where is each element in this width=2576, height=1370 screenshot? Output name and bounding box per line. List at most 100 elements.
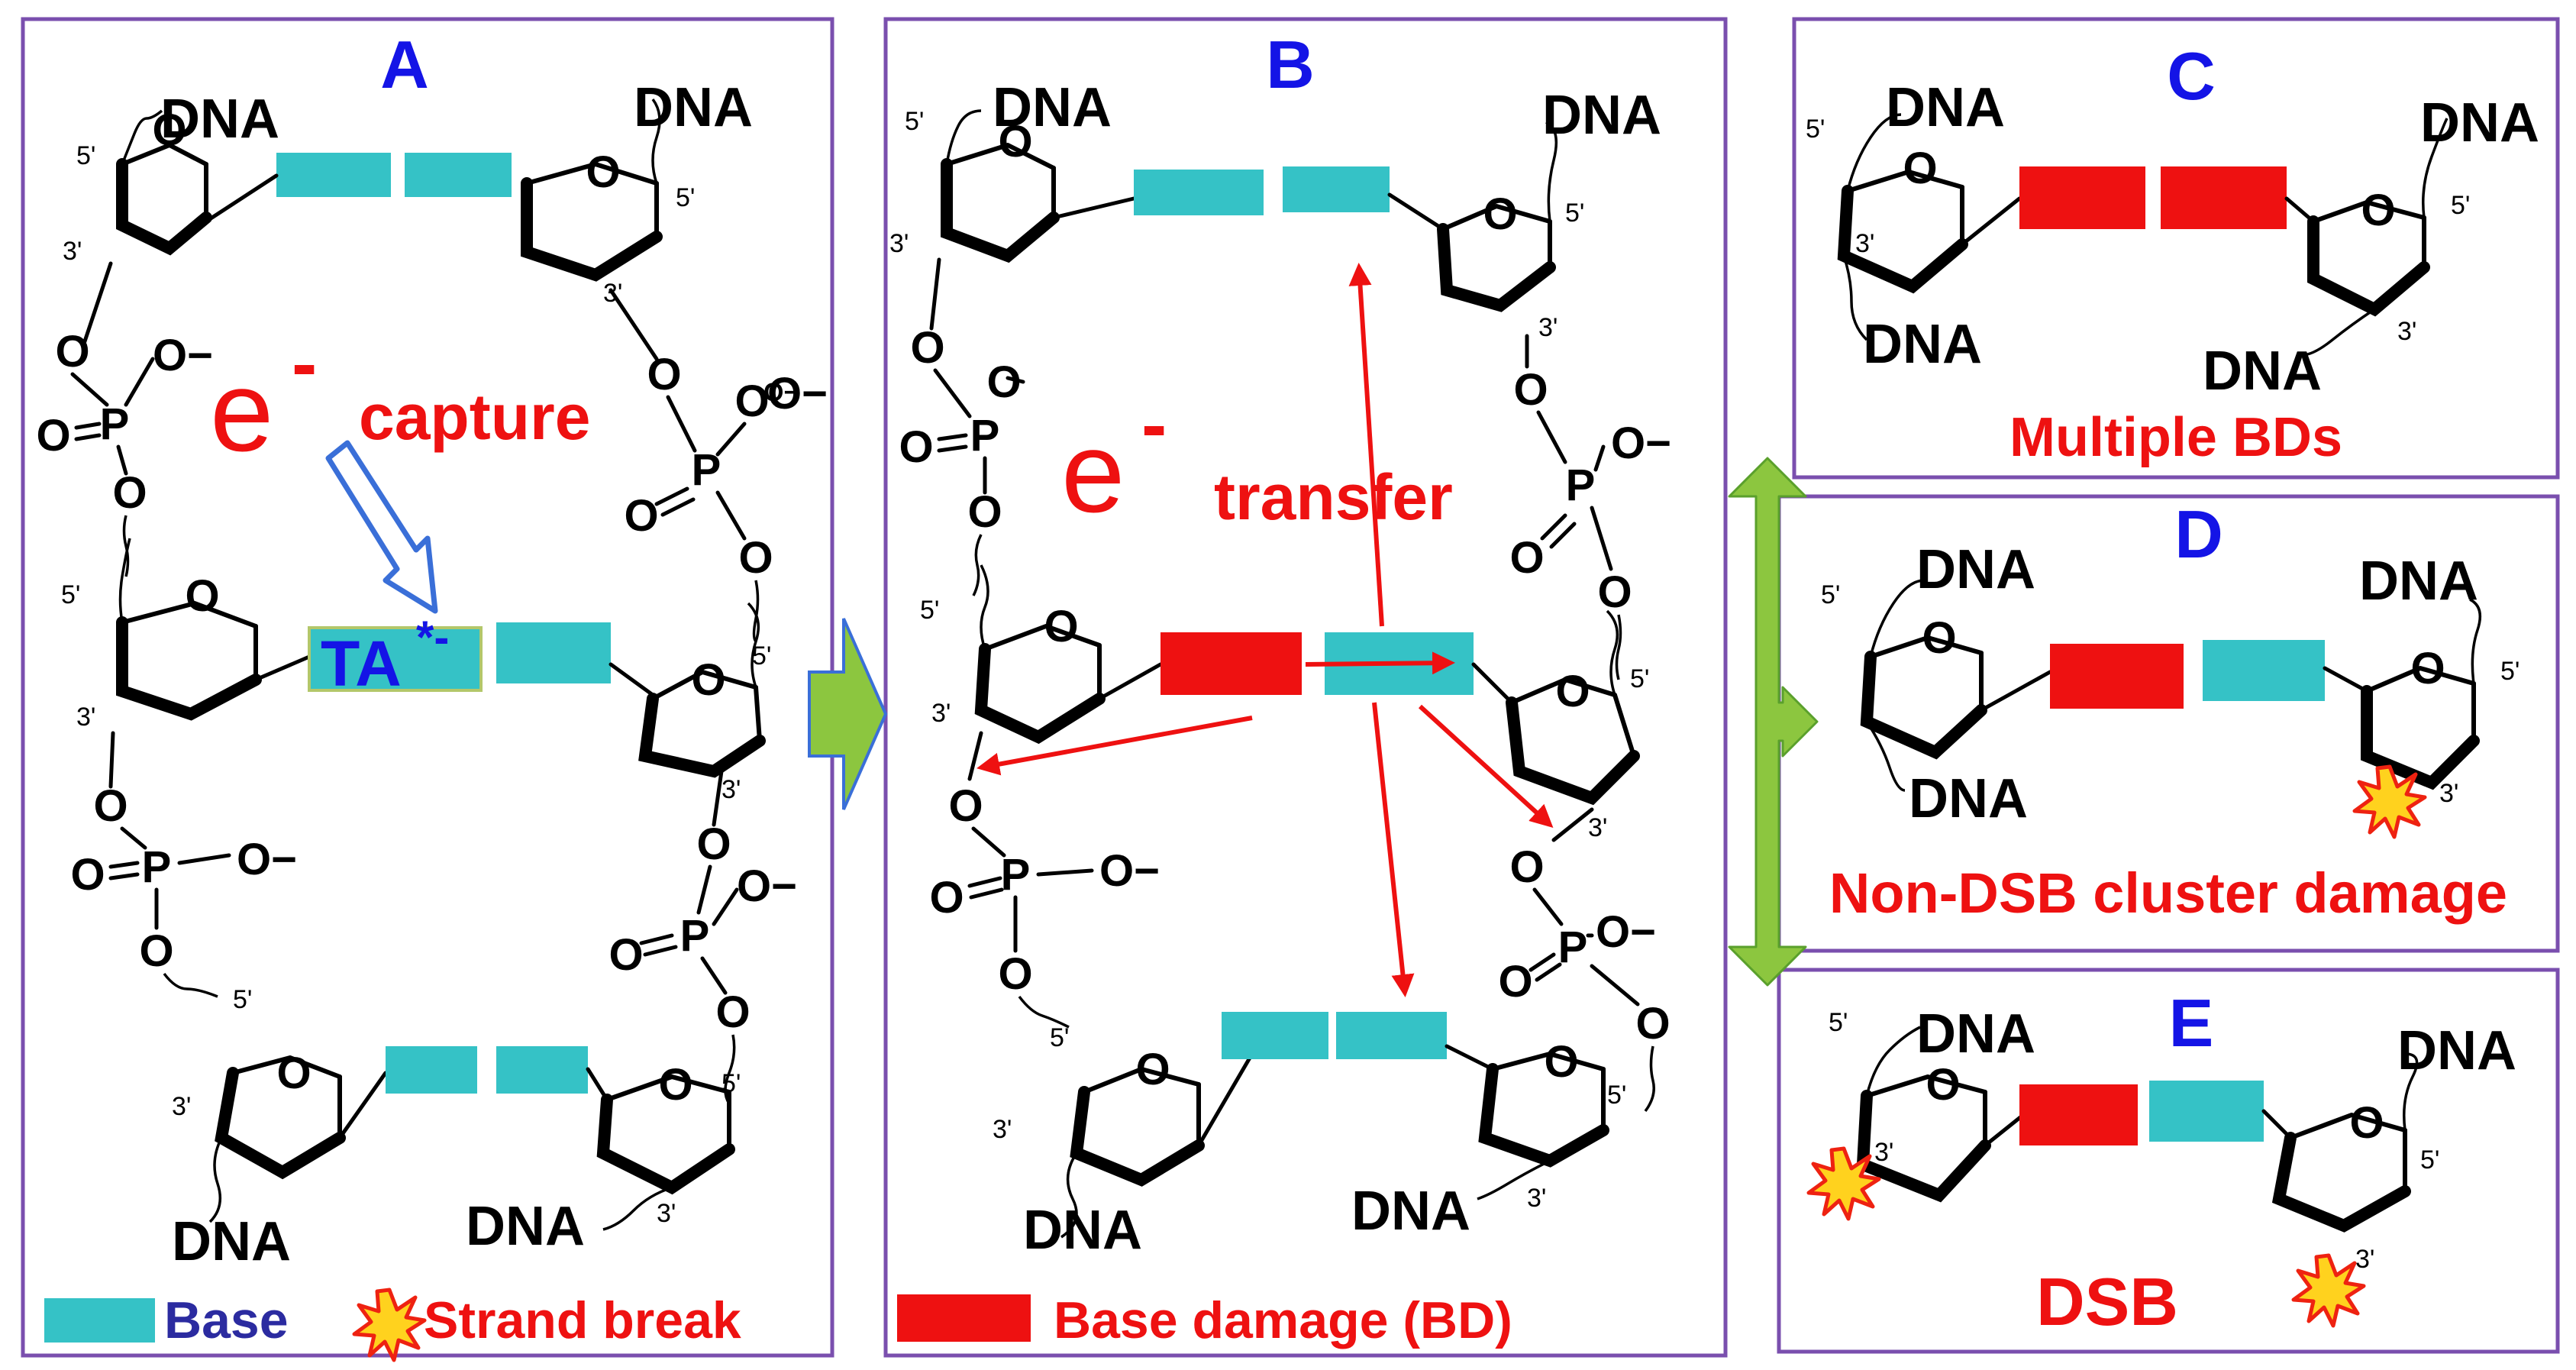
panel-c-title: C <box>2167 38 2216 114</box>
nucleotide-c-left: O 5' 3' DNA DNA <box>1806 77 2022 375</box>
svg-text:3': 3' <box>2439 779 2458 808</box>
svg-text:O: O <box>929 873 964 922</box>
nucleotide-b-bottom-left: O 5' 3' DNA <box>993 1023 1254 1261</box>
svg-text:3': 3' <box>63 237 82 266</box>
legend-base-damage-swatch <box>897 1294 1031 1342</box>
panel-a-title: A <box>380 27 429 102</box>
phosphate-a-right-1: O O O− P O O O− <box>608 288 828 643</box>
base-block <box>1283 166 1390 212</box>
svg-text:3': 3' <box>2355 1245 2374 1274</box>
base-damage-block <box>1160 632 1302 695</box>
panel-a: A O 5' 3' DNA O 5' 3' DNA O O− P <box>36 27 828 1360</box>
nucleotide-b-top-left: O 5' 3' DNA <box>889 77 1136 263</box>
nucleotide-b-top-right: O 5' 3' DNA <box>1387 85 1661 342</box>
svg-text:O: O <box>1903 144 1937 193</box>
legend-base-damage-label: Base damage (BD) <box>1054 1291 1512 1349</box>
svg-text:3': 3' <box>1874 1138 1893 1167</box>
svg-text:O−: O− <box>1596 907 1656 957</box>
svg-text:O: O <box>624 491 658 541</box>
svg-text:P: P <box>1558 922 1588 972</box>
svg-text:O: O <box>910 323 944 373</box>
svg-text:O: O <box>899 422 933 472</box>
svg-text:O: O <box>1597 567 1632 617</box>
svg-text:5': 5' <box>1806 115 1825 144</box>
dna-label: DNA <box>1909 768 2028 829</box>
svg-text:O: O <box>1544 1037 1578 1087</box>
svg-text:O: O <box>2361 186 2395 235</box>
panel-c: C O 5' 3' DNA DNA O 5' 3' DNA D <box>1806 38 2539 468</box>
legend-base: Base <box>44 1291 289 1349</box>
nucleotide-d-right: O 5' 3' DNA <box>2323 551 2520 837</box>
base-damage-block <box>2161 166 2287 229</box>
phosphate-b-right-2: O O− P O O <box>1498 807 1671 1113</box>
dna-label: DNA <box>634 77 753 138</box>
adduct-label: TA <box>321 628 402 700</box>
svg-text:O: O <box>55 327 89 376</box>
svg-text:O: O <box>1135 1045 1170 1094</box>
svg-text:O: O <box>1509 842 1544 892</box>
nucleotide-b-bottom-right: O 5' 3' DNA <box>1351 1037 1626 1242</box>
transfer-arrow <box>1418 704 1554 829</box>
base-block <box>405 153 512 197</box>
svg-text:transfer: transfer <box>1214 461 1453 533</box>
svg-text:O: O <box>1513 365 1548 415</box>
panel-c-caption: Multiple BDs <box>2009 407 2342 468</box>
svg-text:O−: O− <box>763 378 799 407</box>
svg-text:O: O <box>93 781 128 831</box>
svg-text:3': 3' <box>1527 1184 1546 1213</box>
svg-text:O: O <box>70 850 105 900</box>
adduct-label-sup: *- <box>416 612 449 663</box>
phosphate-b-left-2: O P O O− O <box>929 731 1160 1029</box>
phosphate-b-left-1: O O P O O <box>899 257 1025 596</box>
svg-text:P: P <box>100 399 130 449</box>
base-damage-block <box>2019 1084 2138 1145</box>
svg-text:5': 5' <box>233 985 252 1014</box>
dna-label: DNA <box>1916 539 2035 600</box>
svg-text:O: O <box>36 411 70 460</box>
svg-text:P: P <box>142 842 172 892</box>
svg-text:5': 5' <box>721 1069 741 1098</box>
transfer-arrow <box>1348 263 1384 627</box>
svg-text:5': 5' <box>1565 199 1584 228</box>
svg-text:-: - <box>292 321 317 406</box>
svg-text:O: O <box>734 376 769 426</box>
dna-label: DNA <box>993 77 1112 138</box>
dna-label: DNA <box>1886 77 2005 138</box>
svg-text:5': 5' <box>2420 1145 2439 1175</box>
svg-text:capture: capture <box>359 381 590 453</box>
svg-text:O: O <box>986 357 1021 407</box>
nucleotide-b-mid-left: O 5' 3' <box>920 564 1163 745</box>
svg-text:3': 3' <box>1538 313 1558 342</box>
dna-label: DNA <box>1863 314 1982 375</box>
svg-text:O: O <box>112 468 147 518</box>
base-damage-block <box>2050 644 2184 709</box>
svg-text:O−: O− <box>153 331 213 380</box>
dna-label: DNA <box>2420 92 2539 153</box>
nucleotide-e-left: O 5' 3' DNA <box>1809 1003 2035 1219</box>
base-block <box>1336 1012 1447 1059</box>
nucleotide-a-top-right: O 5' 3' DNA <box>521 77 753 308</box>
dna-label: DNA <box>2397 1020 2516 1081</box>
svg-text:-: - <box>1141 382 1167 467</box>
svg-text:3': 3' <box>721 775 741 804</box>
svg-text:O: O <box>998 117 1032 166</box>
svg-text:5': 5' <box>1821 580 1840 609</box>
svg-text:O: O <box>2349 1098 2384 1148</box>
panel-c-frame <box>1792 17 2560 480</box>
svg-text:P: P <box>1566 460 1596 510</box>
bidirectional-arrow-icon <box>1728 457 1819 987</box>
backbone-wavy <box>121 109 163 165</box>
svg-text:5': 5' <box>920 596 939 625</box>
svg-text:O: O <box>1483 189 1517 239</box>
nucleotide-a-mid-right: O 5' 3' <box>608 602 771 804</box>
electron-capture-arrow-icon <box>325 440 438 614</box>
svg-text:O: O <box>691 655 725 705</box>
svg-text:5': 5' <box>1829 1008 1848 1037</box>
svg-text:e: e <box>210 347 273 475</box>
nucleotide-d-left: O 5' DNA DNA <box>1821 539 2052 829</box>
electron-transfer-label: e - transfer <box>1061 382 1453 536</box>
electron-capture-label: e - capture <box>210 321 590 475</box>
panel-b-title: B <box>1266 27 1315 102</box>
svg-text:O: O <box>696 819 731 869</box>
